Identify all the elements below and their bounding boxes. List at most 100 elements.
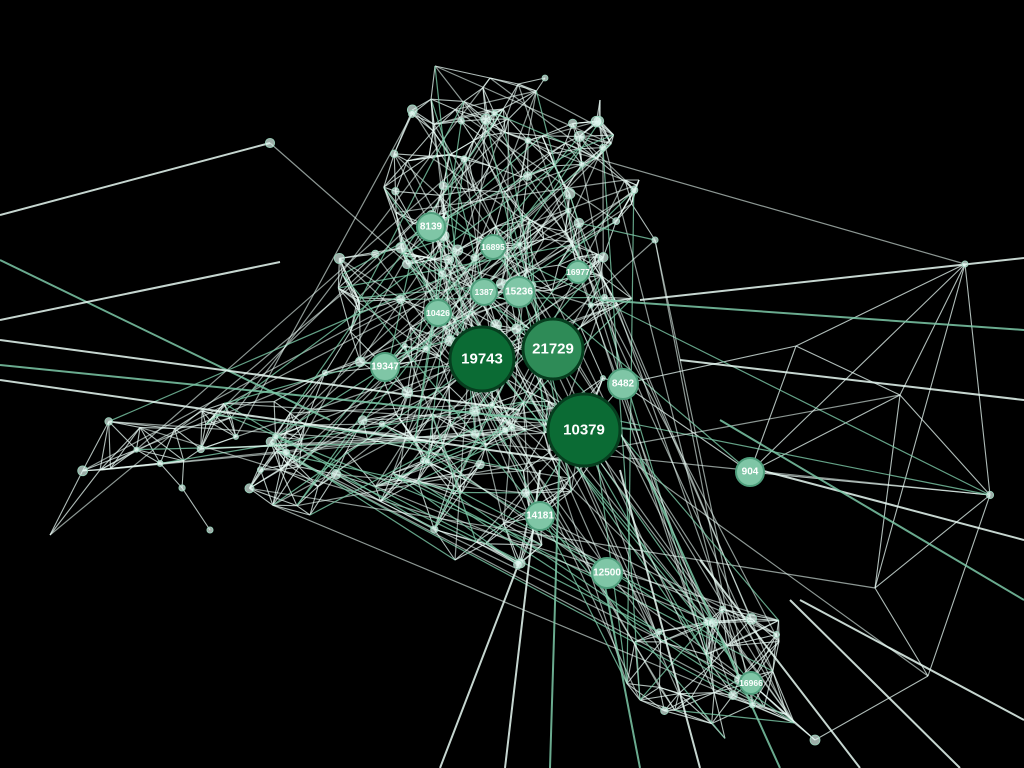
graph-edge xyxy=(599,299,1024,331)
graph-edge xyxy=(214,414,237,438)
graph-edge xyxy=(564,142,583,165)
graph-node-small xyxy=(612,217,621,226)
graph-node-21729[interactable]: 21729 xyxy=(521,317,585,381)
graph-node-small xyxy=(660,706,669,715)
graph-edge xyxy=(430,98,456,111)
graph-node-small xyxy=(371,249,380,259)
graph-edge xyxy=(82,449,137,472)
graph-edge xyxy=(579,326,604,379)
graph-node-14181[interactable]: 14181 xyxy=(525,501,555,531)
graph-edge xyxy=(414,439,442,449)
graph-edge xyxy=(449,139,475,156)
graph-edge xyxy=(541,135,556,167)
graph-node-1387[interactable]: 1387 xyxy=(470,278,498,306)
graph-node-small xyxy=(272,433,279,440)
graph-edge xyxy=(275,435,660,633)
graph-edge xyxy=(789,599,961,768)
graph-edge xyxy=(485,509,531,545)
graph-edge xyxy=(417,461,428,482)
graph-edge xyxy=(874,587,929,677)
graph-node-small xyxy=(541,74,549,82)
graph-node-small xyxy=(333,252,345,264)
graph-node-8139[interactable]: 8139 xyxy=(416,212,446,242)
graph-edge xyxy=(338,258,360,302)
graph-edge xyxy=(475,541,519,565)
graph-node-circle xyxy=(424,299,452,327)
graph-edge xyxy=(578,222,752,620)
graph-edge xyxy=(392,439,416,474)
graph-edge xyxy=(49,469,101,536)
graph-node-19347[interactable]: 19347 xyxy=(370,352,400,382)
graph-edge xyxy=(454,101,465,111)
graph-node-small xyxy=(438,181,448,191)
graph-node-small xyxy=(77,465,88,477)
graph-node-19743[interactable]: 19743 xyxy=(448,325,516,393)
graph-edge xyxy=(213,417,232,425)
graph-edge xyxy=(664,696,692,712)
graph-edge xyxy=(531,329,780,621)
graph-edge xyxy=(276,450,282,470)
graph-node-small xyxy=(265,436,276,447)
graph-edge xyxy=(345,451,376,487)
graph-edge xyxy=(526,429,545,434)
graph-node-8482[interactable]: 8482 xyxy=(607,368,639,400)
graph-edge xyxy=(399,413,433,420)
graph-edge xyxy=(417,480,435,530)
graph-edge xyxy=(440,447,453,475)
graph-node-small xyxy=(630,186,639,194)
graph-edge xyxy=(699,559,861,768)
graph-edge xyxy=(99,421,110,471)
graph-edge xyxy=(135,427,141,450)
graph-edge xyxy=(639,686,660,701)
graph-edge xyxy=(598,120,740,680)
graph-node-small xyxy=(470,253,479,263)
graph-edge xyxy=(453,493,795,724)
graph-edge xyxy=(336,473,399,482)
graph-edge xyxy=(430,108,504,228)
graph-edge xyxy=(413,163,583,225)
graph-edge xyxy=(658,641,662,688)
graph-node-10379[interactable]: 10379 xyxy=(546,392,622,468)
graph-edge xyxy=(394,153,430,157)
graph-node-small xyxy=(489,401,496,408)
graph-edge xyxy=(639,621,709,701)
graph-edge xyxy=(335,473,477,543)
graph-node-small xyxy=(587,302,594,309)
graph-node-12500[interactable]: 12500 xyxy=(591,557,623,589)
graph-edge xyxy=(691,692,715,698)
graph-edge xyxy=(517,83,707,655)
graph-node-small xyxy=(470,429,481,439)
graph-edge xyxy=(414,439,752,684)
graph-edge xyxy=(374,486,382,502)
graph-edge xyxy=(136,449,184,462)
graph-edge xyxy=(615,203,633,222)
graph-edge xyxy=(260,463,288,471)
graph-node-small xyxy=(573,130,585,142)
graph-edge xyxy=(564,487,572,492)
graph-edge xyxy=(457,226,496,251)
graph-node-16966[interactable]: 16966 xyxy=(739,671,763,695)
graph-node-904[interactable]: 904 xyxy=(735,457,765,487)
graph-node-small xyxy=(378,420,386,428)
graph-node-10426[interactable]: 10426 xyxy=(424,299,452,327)
graph-edge xyxy=(639,257,1024,301)
graph-edge xyxy=(272,504,311,516)
graph-edge xyxy=(433,492,463,530)
graph-edge xyxy=(290,403,493,414)
graph-node-16977[interactable]: 16977 xyxy=(566,260,590,284)
graph-edge xyxy=(0,364,641,431)
graph-node-15236[interactable]: 15236 xyxy=(503,276,535,308)
graph-edge xyxy=(427,460,777,636)
graph-edge xyxy=(139,427,161,464)
graph-node-small xyxy=(357,415,368,426)
graph-edge xyxy=(659,686,679,695)
graph-edge xyxy=(527,121,597,142)
graph-node-small xyxy=(501,426,509,434)
graph-edge xyxy=(410,327,413,362)
graph-edge xyxy=(491,391,528,405)
graph-edge xyxy=(277,450,765,708)
graph-node-small xyxy=(391,187,400,196)
graph-edge xyxy=(395,191,414,224)
graph-node-16895[interactable]: 16895 xyxy=(480,234,506,260)
graph-edge xyxy=(874,494,991,589)
